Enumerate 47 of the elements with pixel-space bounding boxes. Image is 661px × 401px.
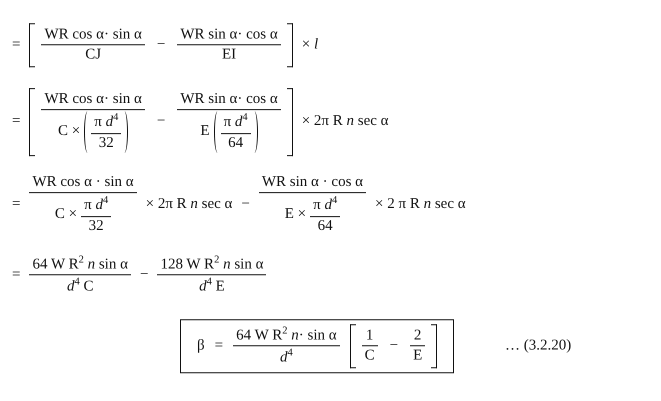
formula-text: π d$^{4}$ [313,195,338,215]
formula-text: d$^{4}$ C [66,276,94,296]
formula-text: = [12,36,20,54]
equation-number: … (3.2.20) [505,337,572,355]
formula-text: C × [54,206,78,224]
formula-text: 64 [318,218,333,235]
formula-text: = [214,337,224,355]
formula-text: = [12,196,20,214]
formula-text: WR sin α· cos α [180,91,278,108]
formula-text: E [200,124,210,141]
formula-text: 32 [98,134,114,152]
formula-text: β [197,337,205,355]
formula-text: C [364,348,375,365]
formula-text: = [12,113,20,131]
formula-text: 64 W R$^{2}$ n sin α [32,254,128,274]
formula-text: E × [284,206,306,224]
formula-text: π d$^{4}$ [94,112,118,132]
formula-text: WR sin α · cos α [262,174,364,192]
formula-text: E [413,348,422,365]
formula-text: 2 [414,327,422,344]
boxed-equation [180,319,454,373]
formula-text: 64 W R$^{2}$ n· sin α [236,325,337,344]
formula-text: 128 W R$^{2}$ n sin α [160,254,264,274]
formula-text: EI [222,46,236,64]
formula-text: − [390,337,398,355]
formula-text: 64 [228,134,244,152]
formula-text: − [156,113,166,131]
formula-text: WR cos α · sin α [32,174,134,192]
formula-text: × 2π R n sec α [146,196,232,214]
formula-text: 32 [88,218,104,235]
formula-text: WR cos α· sin α [44,26,142,44]
formula-text: d$^{4}$ E [199,276,225,296]
formula-text: WR sin α· cos α [180,26,278,44]
formula-text: π d$^{4}$ [224,112,248,132]
formula-text: − [241,196,250,214]
formula-text: d$^{4}$ [280,348,293,367]
formula-text: π d$^{4}$ [84,195,108,215]
formula-text: CJ [85,46,102,64]
formula-text: 1 [366,327,374,344]
formula-text: × 2π R n sec α [302,113,389,131]
formula-text: × 2 π R n sec α [375,196,466,214]
formula-text: − [140,266,148,284]
formula-text: WR cos α· sin α [44,91,142,108]
formula-text: C × [58,124,80,141]
formula-text: − [156,36,166,54]
formula-text: × l [302,36,318,54]
formula-text: = [12,266,20,284]
